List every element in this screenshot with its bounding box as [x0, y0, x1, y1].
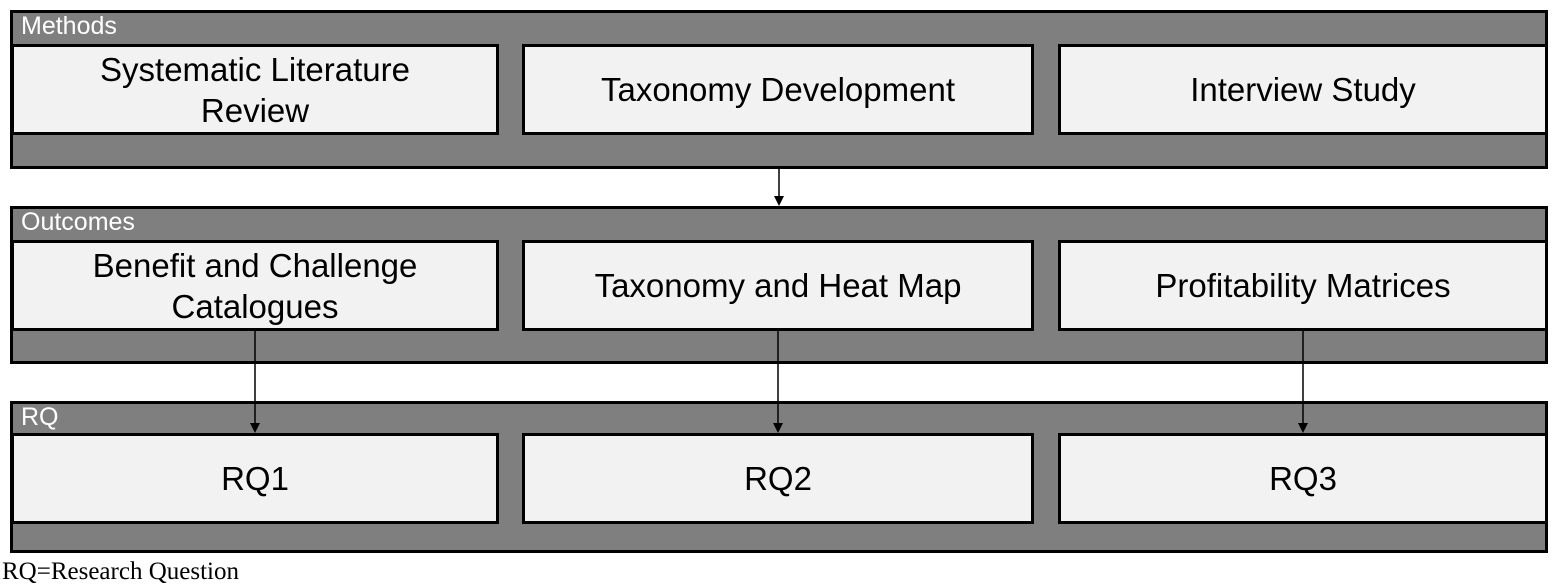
footnote: RQ=Research Question [2, 558, 239, 585]
rq-box-rq3: RQ3 [1058, 433, 1548, 524]
rq-box-rq2: RQ2 [522, 433, 1034, 524]
rq-band-label: RQ [21, 403, 59, 431]
method-box-label: Interview Study [1190, 71, 1416, 108]
methods-band-label: Methods [21, 12, 117, 40]
outcome-box-benefit-challenge-catalogues: Benefit and Challenge Catalogues [11, 240, 499, 331]
outcome-box-label: Benefit and Challenge Catalogues [92, 246, 418, 325]
rq-box-rq1: RQ1 [11, 433, 499, 524]
rq-box-label: RQ3 [1269, 460, 1337, 497]
outcomes-band-label: Outcomes [21, 208, 135, 236]
outcome-box-label: Profitability Matrices [1155, 267, 1451, 304]
method-box-systematic-literature-review: Systematic Literature Review [11, 44, 499, 135]
method-box-label: Systematic Literature Review [100, 50, 410, 129]
method-box-label: Taxonomy Development [600, 71, 955, 108]
method-box-interview-study: Interview Study [1058, 44, 1548, 135]
outcome-box-profitability-matrices: Profitability Matrices [1058, 240, 1548, 331]
method-box-taxonomy-development: Taxonomy Development [522, 44, 1034, 135]
outcome-box-taxonomy-heat-map: Taxonomy and Heat Map [522, 240, 1034, 331]
outcome-box-label: Taxonomy and Heat Map [594, 267, 962, 304]
rq-box-label: RQ2 [744, 460, 812, 497]
rq-box-label: RQ1 [221, 460, 289, 497]
